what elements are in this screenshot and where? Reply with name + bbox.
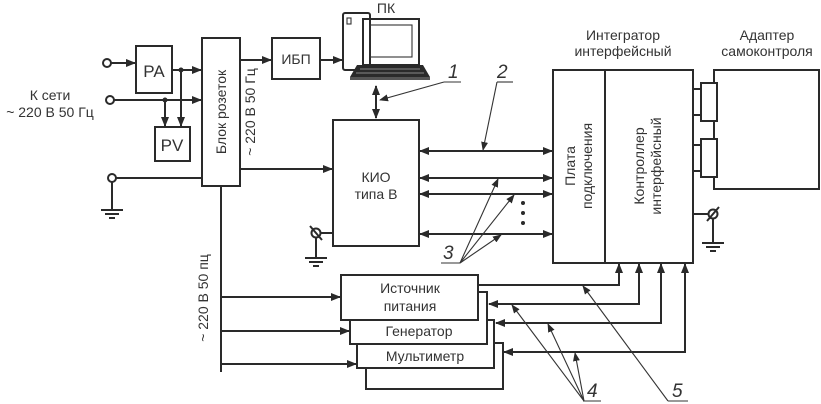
- socket-block-label: Блок розеток: [213, 69, 229, 154]
- integrator-title-2: интерфейсный: [574, 43, 671, 59]
- pa-label: PA: [143, 62, 165, 81]
- kio-block: КИО типа В: [332, 119, 420, 247]
- adapter-title-2: самоконтроля: [721, 43, 812, 59]
- callout-3: 3: [441, 178, 515, 264]
- mains-label-1: К сети: [30, 87, 71, 103]
- ground-terminal-icon: [702, 206, 724, 252]
- controller-label-1: Контроллер: [631, 127, 647, 204]
- svg-text:4: 4: [587, 381, 598, 402]
- power-source-block: Источник питания: [340, 274, 479, 321]
- generator-label: Генератор: [385, 323, 452, 339]
- connector-1: [692, 82, 718, 122]
- svg-text:1: 1: [448, 62, 459, 83]
- svg-text:5: 5: [672, 381, 683, 402]
- voltmeter-pv: PV: [154, 126, 191, 162]
- kio-label-2: типа В: [355, 186, 398, 202]
- adapter-block: [713, 69, 820, 190]
- integrator-title-1: Интегратор: [586, 27, 660, 43]
- terminal-pa-input: [102, 58, 112, 68]
- callout-5: 5: [582, 285, 688, 402]
- ammeter-pa: PA: [135, 45, 173, 94]
- mains-input: К сети ~ 220 В 50 Гц: [6, 58, 202, 219]
- kio-label-1: КИО: [361, 169, 390, 185]
- integrator-block: Плата подключения Контроллер интерфейсны…: [552, 69, 694, 264]
- power-bus-label: ~ 220 В 50 пц: [195, 254, 211, 342]
- connection-board-label-2: подключения: [579, 123, 595, 209]
- svg-text:2: 2: [496, 62, 508, 83]
- pv-label: PV: [161, 136, 184, 155]
- ground-terminal-icon: [305, 225, 327, 267]
- multimeter-label: Мультиметр: [386, 348, 464, 364]
- callout-2: 2: [481, 62, 513, 151]
- ups-block: ИБП: [271, 37, 321, 80]
- control-lines: [478, 263, 689, 356]
- callout-1: 1: [379, 62, 461, 102]
- power-source-label-1: Источник: [380, 280, 441, 296]
- terminal-mains: [105, 95, 115, 105]
- ground-icon: [101, 209, 123, 219]
- pc-label: ПК: [377, 0, 396, 16]
- socket-block: Блок розеток: [201, 37, 241, 187]
- adapter-title-1: Адаптер: [740, 27, 795, 43]
- svg-text:3: 3: [443, 243, 454, 264]
- mains-label-2: ~ 220 В 50 Гц: [6, 104, 94, 120]
- terminal-ground: [107, 173, 117, 183]
- interface-buses: [419, 147, 553, 238]
- controller-label-2: интерфейсный: [648, 117, 664, 214]
- socket-output-label: ~ 220 В 50 Гц: [242, 68, 258, 156]
- pc-icon: [342, 12, 430, 80]
- connection-board-label-1: Плата: [562, 146, 578, 186]
- power-source-label-2: питания: [384, 298, 437, 314]
- ups-label: ИБП: [281, 51, 310, 67]
- connector-2: [692, 138, 718, 178]
- callout-4: 4: [511, 304, 601, 402]
